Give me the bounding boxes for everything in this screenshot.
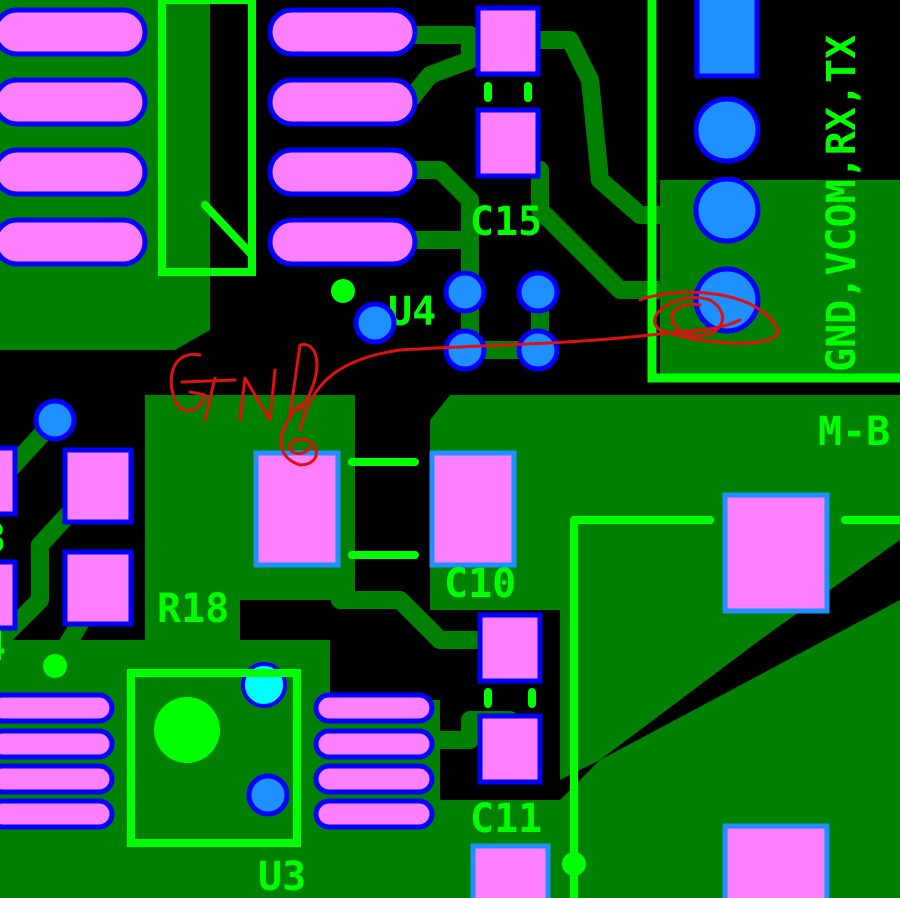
label-u3: U3 xyxy=(258,854,306,898)
resistor-r18[interactable]: R18 xyxy=(157,450,517,632)
label-partial-4: 4 xyxy=(0,624,6,670)
crystal-outline xyxy=(158,0,256,276)
connector-pin-label: GND,VCOM,RX,TX xyxy=(819,35,865,372)
label-c15: C15 xyxy=(470,199,542,245)
label-c11: C11 xyxy=(470,796,542,842)
label-r18: R18 xyxy=(157,586,229,632)
ic-pads-right xyxy=(267,7,418,267)
label-m-b: M-B xyxy=(818,409,890,455)
vias xyxy=(33,270,560,817)
handwritten-gnd-annotation xyxy=(169,290,780,467)
power-pads xyxy=(470,492,900,898)
ic-u3[interactable]: U3 xyxy=(0,669,435,898)
label-c10: C10 xyxy=(444,561,516,607)
connector-header[interactable]: GND,VCOM,RX,TX xyxy=(647,0,900,383)
capacitor-c11[interactable]: C11 xyxy=(470,612,543,842)
capacitor-c15[interactable]: C15 xyxy=(470,5,542,245)
left-components: 3 4 xyxy=(0,445,134,678)
label-partial-3: 3 xyxy=(0,516,6,562)
pin1-marker-u4 xyxy=(331,279,355,303)
ic-pads-left xyxy=(0,7,148,267)
